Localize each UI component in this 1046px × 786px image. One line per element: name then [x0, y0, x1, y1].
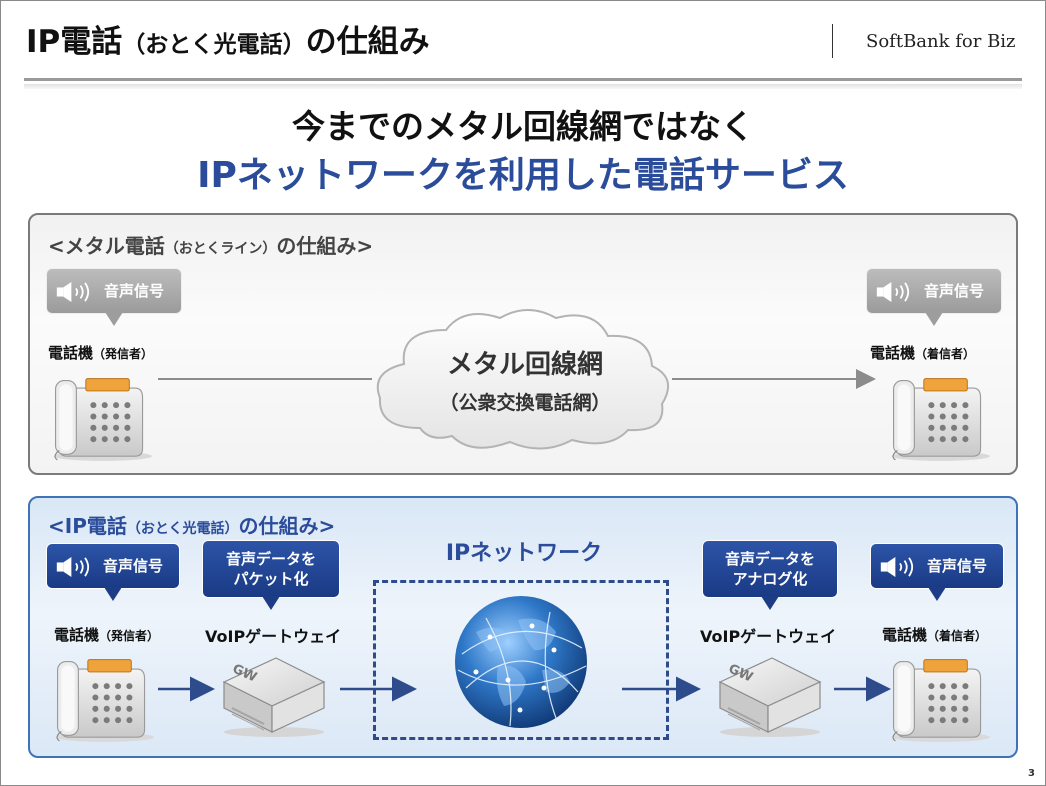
metal-left-phone-name: 電話機 — [48, 344, 94, 362]
heading-line-2: IPネットワークを利用した電話サービス — [197, 155, 849, 196]
ip-section-title: <IP電話（おとく光電話）の仕組み> — [48, 510, 335, 539]
ip-right-bubble-text: 音声信号 — [926, 557, 987, 575]
title-end: の仕組み — [305, 24, 430, 60]
ip-title-paren: （おとく光電話） — [126, 521, 239, 537]
voip-gateway-right-label: VoIPゲートウェイ — [700, 627, 837, 646]
metal-title-b: の仕組み> — [276, 234, 374, 258]
ip-left-signal-bubble: 音声信号 — [46, 543, 180, 601]
ip-analog-bubble: 音声データを アナログ化 — [702, 540, 838, 610]
metal-right-phone-label: 電話機（着信者） — [870, 342, 975, 363]
brand-logo: SoftBank for Biz — [866, 31, 1016, 52]
globe-icon — [455, 596, 587, 728]
cloud-icon — [376, 309, 670, 450]
ip-left-phone-name: 電話機 — [54, 626, 100, 644]
ip-title-b: の仕組み> — [238, 514, 336, 538]
metal-right-bubble-text: 音声信号 — [923, 282, 984, 300]
title-rule — [24, 78, 1022, 81]
metal-right-phone-role: （着信者） — [915, 347, 976, 361]
metal-right-signal-bubble: 音声信号 — [866, 268, 1002, 326]
brand-separator — [832, 24, 833, 58]
page-title: IP電話（おとく光電話）の仕組み — [26, 16, 430, 61]
ip-right-phone-label: 電話機（着信者） — [882, 624, 987, 645]
ip-left-phone-label: 電話機（発信者） — [54, 624, 159, 645]
title-main: IP電話 — [26, 24, 123, 60]
cloud-sublabel: （公衆交換電話網） — [439, 392, 611, 414]
cloud-label: メタル回線網 — [446, 350, 603, 380]
heading-line-1: 今までのメタル回線網ではなく — [292, 107, 754, 146]
ip-packetize-bubble: 音声データを パケット化 — [202, 540, 340, 610]
title-rule-shadow — [24, 84, 1022, 89]
metal-title-a: <メタル電話 — [48, 234, 165, 258]
packetize-line-1: 音声データを — [225, 550, 316, 568]
metal-right-phone-name: 電話機 — [870, 344, 916, 362]
ip-network-boundary — [373, 580, 669, 740]
metal-left-signal-bubble: 音声信号 — [46, 268, 182, 326]
title-paren: （おとく光電話） — [122, 32, 306, 58]
analog-line-2: アナログ化 — [732, 570, 808, 588]
ip-network-label: IPネットワーク — [445, 541, 603, 566]
packetize-line-2: パケット化 — [233, 570, 309, 588]
ip-left-phone-role: （発信者） — [99, 629, 160, 643]
metal-left-bubble-text: 音声信号 — [103, 282, 164, 300]
ip-left-bubble-text: 音声信号 — [102, 557, 163, 575]
analog-line-1: 音声データを — [724, 550, 815, 568]
metal-section-title: <メタル電話（おとくライン）の仕組み> — [48, 230, 373, 259]
ip-right-signal-bubble: 音声信号 — [870, 543, 1004, 601]
metal-left-phone-label: 電話機（発信者） — [48, 342, 153, 363]
ip-title-a: <IP電話 — [48, 514, 127, 538]
metal-title-paren: （おとくライン） — [164, 241, 277, 257]
voip-gateway-left-label: VoIPゲートウェイ — [205, 627, 342, 646]
page-number: 3 — [1028, 768, 1035, 779]
metal-left-phone-role: （発信者） — [93, 347, 154, 361]
ip-right-phone-name: 電話機 — [882, 626, 928, 644]
ip-right-phone-role: （着信者） — [927, 629, 988, 643]
